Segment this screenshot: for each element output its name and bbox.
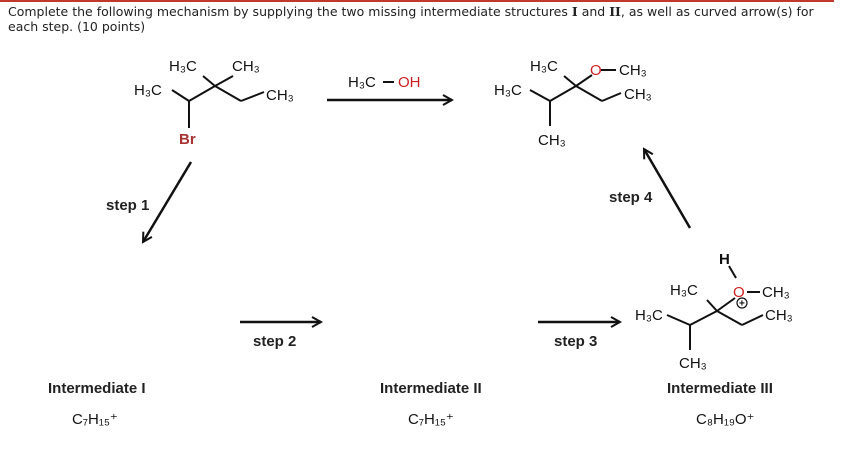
product-ch3-right: CH₃ <box>624 86 652 103</box>
start-h3c-top: H₃C <box>169 58 197 75</box>
product-ether <box>529 69 622 126</box>
start-bromine: Br <box>179 131 196 148</box>
positive-charge-icon <box>736 297 748 309</box>
step1-label: step 1 <box>106 197 149 214</box>
intermediate-3-label: Intermediate III <box>667 380 773 397</box>
starting-bromide <box>171 75 265 128</box>
product-ch3-bottom: CH₃ <box>538 132 566 149</box>
arrow-step4 <box>642 149 692 229</box>
question-text: Complete the following mechanism by supp… <box>8 4 814 34</box>
intermediate-1-formula: C₇H₁₅⁺ <box>72 411 118 428</box>
product-h3c-top: H₃C <box>530 58 558 75</box>
arrow-step1 <box>141 161 193 242</box>
reagent-oh: OH <box>398 74 421 91</box>
product-h3c-left: H₃C <box>494 82 522 99</box>
int3-hydrogen: H <box>719 251 730 268</box>
int3-ch3-bottom: CH₃ <box>679 355 707 372</box>
intermediate-3-structure <box>666 265 764 350</box>
product-oxygen: O <box>590 62 602 79</box>
int3-charge: + <box>739 299 745 310</box>
intermediate-2-label: Intermediate II <box>380 380 482 397</box>
intermediate-2-formula: C₇H₁₅⁺ <box>408 411 454 428</box>
intermediate-1-label: Intermediate I <box>48 380 146 397</box>
start-ch3-right: CH₃ <box>266 87 294 104</box>
int3-h3c-top: H₃C <box>670 282 698 299</box>
step3-label: step 3 <box>554 333 597 350</box>
int3-ch3-right: CH₃ <box>765 307 793 324</box>
top-rule <box>0 0 834 2</box>
int3-och3: CH₃ <box>762 284 790 301</box>
reagent-h3c: H₃C <box>348 74 376 91</box>
start-ch3-top: CH₃ <box>232 58 260 75</box>
int3-oxygen: O <box>733 284 745 301</box>
start-h3c-left: H₃C <box>134 82 162 99</box>
product-och3: CH₃ <box>619 62 647 79</box>
intermediate-3-formula: C₈H₁₉O⁺ <box>696 411 754 428</box>
step2-label: step 2 <box>253 333 296 350</box>
int3-h3c-left: H₃C <box>635 307 663 324</box>
step4-label: step 4 <box>609 189 653 206</box>
